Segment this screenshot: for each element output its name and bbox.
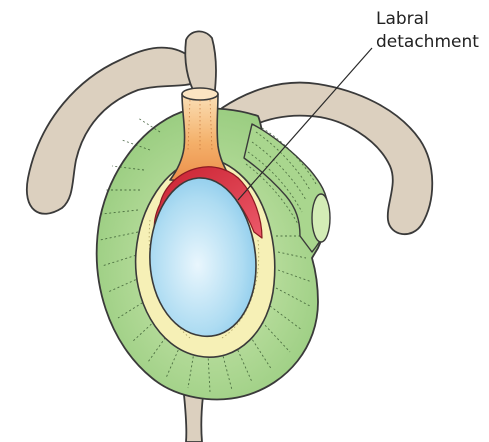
scapula-lower-shaft (184, 395, 203, 442)
biceps-tendon-top (182, 88, 218, 100)
label-line-1: Labral (376, 8, 479, 31)
tendon-cross-section (312, 194, 330, 242)
label-line-2: detachment (376, 31, 479, 54)
labral-detachment-label: Labral detachment (376, 8, 479, 54)
